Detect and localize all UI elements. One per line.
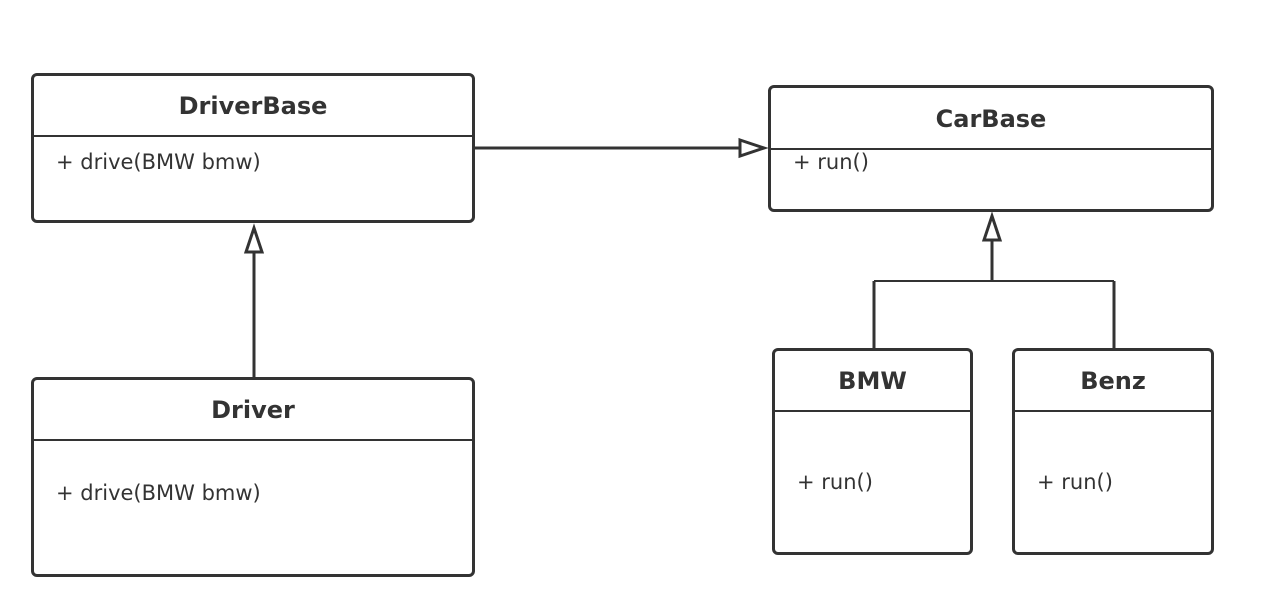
class-carbase-title: CarBase (771, 88, 1211, 150)
driverbase-to-carbase-arrowhead (738, 137, 769, 159)
class-driverbase-method: + drive(BMW bmw) (56, 150, 261, 174)
class-benz-method: + run() (1037, 470, 1113, 494)
driver-to-driverbase-arrowhead (243, 223, 265, 254)
class-benz-title: Benz (1015, 351, 1211, 412)
class-driver: Driver + drive(BMW bmw) (31, 377, 475, 577)
class-driver-title: Driver (34, 380, 472, 441)
class-driverbase: DriverBase + drive(BMW bmw) (31, 73, 475, 223)
class-benz: Benz + run() (1012, 348, 1214, 555)
class-carbase-method: + run() (793, 150, 869, 174)
class-bmw-method: + run() (797, 470, 873, 494)
class-driver-method: + drive(BMW bmw) (56, 481, 261, 505)
class-bmw: BMW + run() (772, 348, 973, 555)
class-carbase: CarBase + run() (768, 85, 1214, 212)
class-bmw-title: BMW (775, 351, 970, 412)
carbase-inheritance-arrowhead (981, 211, 1003, 242)
class-driverbase-title: DriverBase (34, 76, 472, 137)
